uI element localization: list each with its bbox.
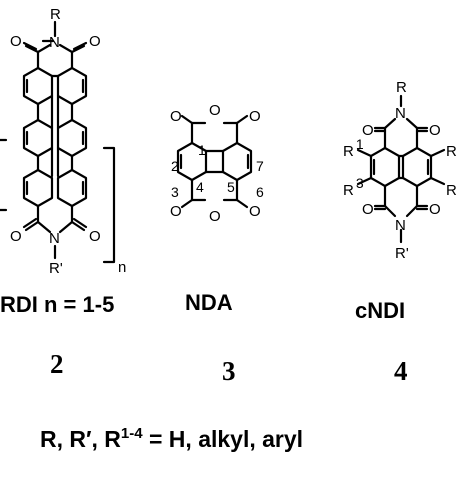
cndi-o-bottom-right: O — [429, 201, 441, 218]
bond-line — [56, 118, 88, 158]
bond-line — [429, 176, 446, 186]
nda-label: NDA — [185, 290, 233, 315]
cndi-r-bottom: R' — [395, 245, 409, 262]
pdi-repeat-subscript: n — [118, 259, 126, 276]
pdi-compound-number: 2 — [50, 349, 64, 379]
pdi-r-top: R — [50, 6, 61, 23]
bond-line — [180, 198, 194, 209]
nda-pos-5: 5 — [227, 179, 235, 195]
bond-line — [58, 43, 74, 54]
footer-legend: R, R′, R1-4 = H, alkyl, aryl — [40, 425, 303, 452]
pdi-o-bottom-left: O — [10, 228, 22, 245]
bond-line — [401, 146, 433, 188]
bond-line — [22, 66, 54, 106]
bond-line — [36, 43, 52, 54]
bond-line — [56, 168, 88, 208]
bond-line — [56, 66, 88, 106]
pdi-structure: R N O O N O O R' n — [0, 6, 126, 277]
bond-line — [180, 114, 194, 125]
nda-o-bridge-top: O — [209, 102, 221, 119]
nda-pos-6: 6 — [256, 184, 264, 200]
pdi-n-bottom: N — [49, 230, 60, 247]
pdi-n-top: N — [49, 34, 60, 51]
nda-o-top-right: O — [249, 108, 261, 125]
pdi-o-top-right: O — [89, 33, 101, 50]
bond-line — [22, 168, 54, 208]
bond-line — [72, 217, 88, 229]
cndi-compound-number: 4 — [394, 356, 408, 386]
bond-line — [22, 217, 38, 229]
nda-structure: O O O O O O 1 2 3 4 5 6 7 — [170, 102, 264, 225]
nda-pos-2: 2 — [171, 158, 179, 174]
bond-line — [383, 117, 397, 130]
text-span: = H, alkyl, aryl — [143, 426, 303, 452]
text-span: R — [343, 182, 354, 199]
bond-line — [383, 204, 397, 218]
cndi-n-bottom: N — [395, 217, 406, 234]
cndi-r-right-top: R — [446, 143, 457, 160]
bond-line — [235, 114, 249, 125]
cndi-r-right-bottom: R — [446, 182, 457, 199]
cndi-o-bottom-left: O — [362, 201, 374, 218]
bond-line — [58, 220, 74, 234]
nda-pos-1: 1 — [198, 142, 206, 158]
cndi-n-top: N — [395, 105, 406, 122]
bond-line — [22, 41, 38, 51]
bond-line — [24, 44, 40, 54]
text-span: 1-5 — [83, 292, 115, 317]
bond-line — [72, 41, 88, 51]
text-span: RDI n = — [0, 292, 83, 317]
pdi-label: RDI n = 1-5 — [0, 292, 114, 317]
nda-o-top-left: O — [170, 108, 182, 125]
bond-line — [356, 176, 373, 186]
bond-line — [405, 204, 419, 218]
bond-line — [70, 44, 86, 54]
cndi-o-top-right: O — [429, 122, 441, 139]
text-span: R, R′, R — [40, 426, 121, 452]
text-span: 3 — [356, 175, 364, 191]
cndi-label: cNDI — [355, 298, 405, 323]
bond-line — [36, 220, 52, 234]
nda-pos-4: 4 — [196, 179, 204, 195]
bond-line — [70, 220, 86, 232]
nda-o-bridge-bottom: O — [209, 208, 221, 225]
nda-o-bottom-left: O — [170, 203, 182, 220]
bond-line — [235, 198, 249, 209]
bond-line — [356, 148, 373, 158]
bond-line — [221, 141, 253, 182]
text-span: 1 — [356, 136, 364, 152]
pdi-r-bottom: R' — [49, 260, 63, 277]
cndi-r-top: R — [396, 79, 407, 96]
text-span: R — [343, 143, 354, 160]
bond-line — [429, 148, 446, 158]
pdi-o-top-left: O — [10, 33, 22, 50]
bond-line — [405, 117, 419, 130]
nda-pos-7: 7 — [256, 158, 264, 174]
bond-line — [369, 146, 401, 188]
bond-line — [102, 146, 116, 264]
bond-line — [24, 220, 40, 232]
bond-line — [22, 118, 54, 158]
nda-pos-3: 3 — [171, 184, 179, 200]
nda-compound-number: 3 — [222, 356, 236, 386]
pdi-o-bottom-right: O — [89, 228, 101, 245]
text-span: 1-4 — [121, 425, 143, 442]
cndi-o-top-left: O — [362, 122, 374, 139]
nda-o-bottom-right: O — [249, 203, 261, 220]
